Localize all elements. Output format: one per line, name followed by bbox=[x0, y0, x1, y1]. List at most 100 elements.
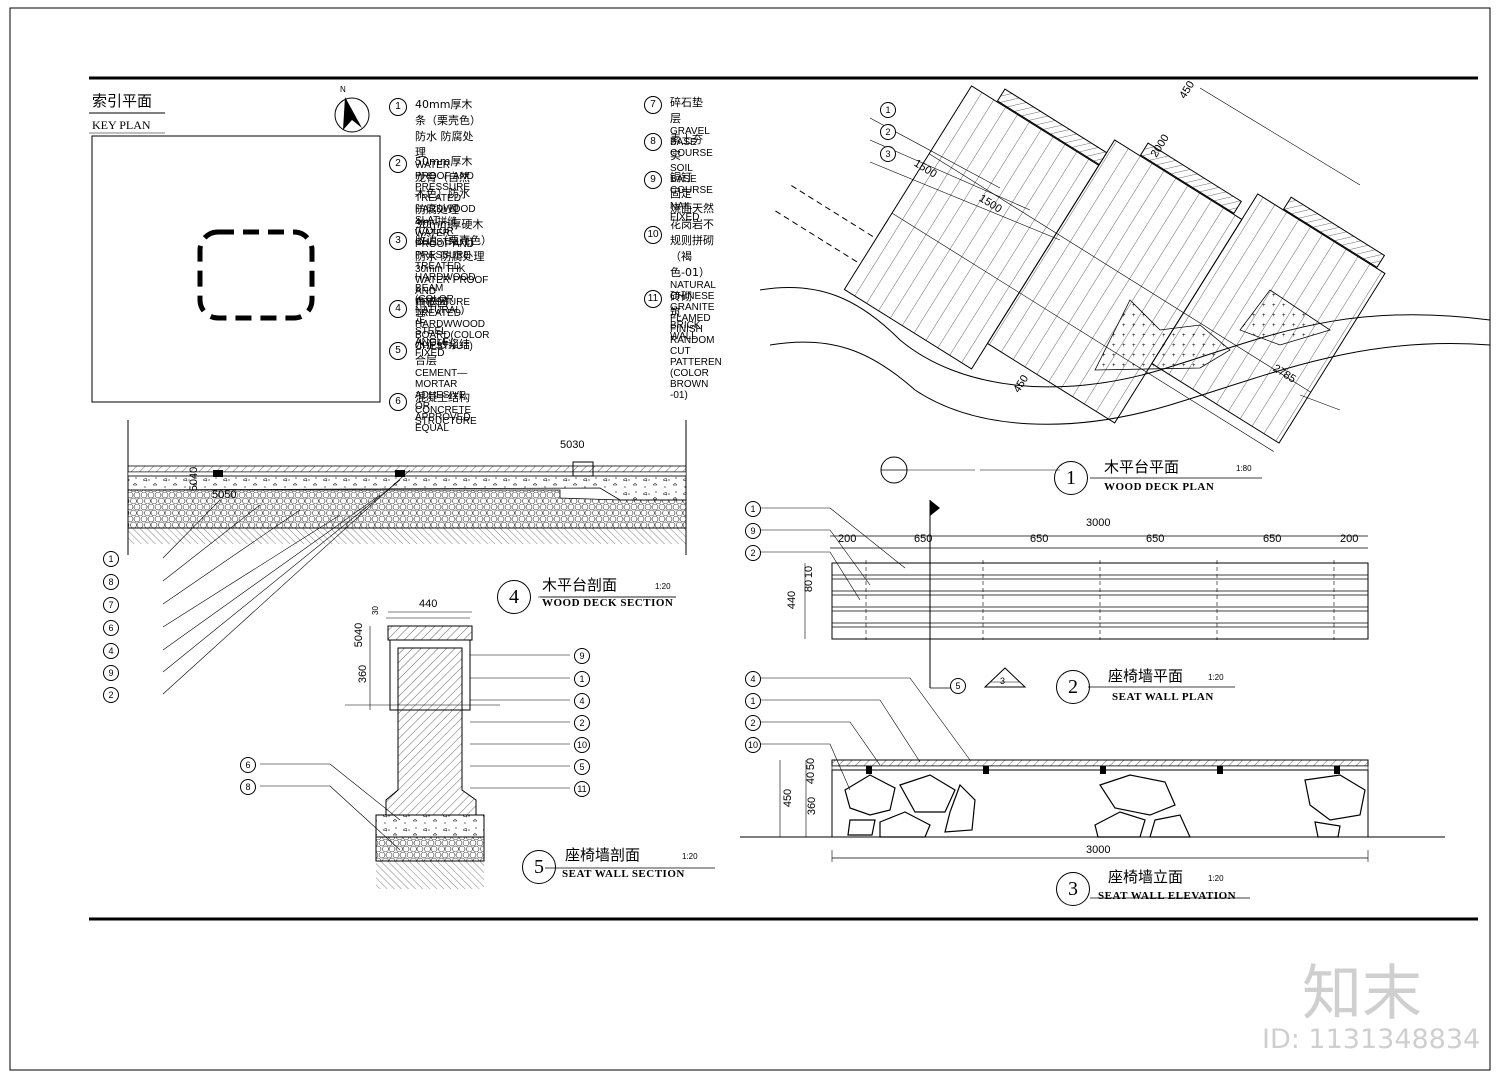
legend-en: AND PRESSURE TREATED bbox=[415, 286, 471, 319]
legend-cn: 40mm厚木条（栗壳色）防水 防腐处理 bbox=[415, 98, 476, 159]
key-plan-title-en: KEY PLAN bbox=[92, 118, 151, 132]
legend-en: CONCRETE STRUCTURE bbox=[415, 405, 477, 427]
seat-section-title-en: SEAT WALL SECTION bbox=[562, 868, 685, 880]
seat-wall-section-graphic bbox=[260, 611, 715, 889]
drawing-number-badge: 4 bbox=[497, 580, 531, 614]
legend-cn: 烧面天然花岗岩不规则拼砌 bbox=[670, 202, 714, 247]
legend-cn: 角钢固定 bbox=[415, 296, 448, 325]
seat-plan-title-cn: 座椅墙平面 bbox=[1108, 667, 1184, 685]
callout-9: 9 bbox=[574, 648, 590, 664]
dimension: 440 bbox=[786, 590, 799, 610]
legend-en: SOIL BASE COURSE bbox=[670, 163, 713, 196]
seat-elev-title-cn: 座椅墙立面 bbox=[1108, 868, 1184, 886]
legend-number: 4 bbox=[389, 300, 407, 318]
seat-wall-plan-graphic bbox=[760, 500, 1369, 689]
legend-text: 角钢固定 STEEL ANGLE FIXED bbox=[415, 294, 449, 359]
dimension: 3000 bbox=[1086, 517, 1111, 529]
deck-plan-title-cn: 木平台平面 bbox=[1104, 458, 1180, 476]
legend-text: 素土夯实 SOIL BASE COURSE bbox=[670, 131, 713, 196]
callout-2: 2 bbox=[745, 715, 761, 731]
callout-11: 11 bbox=[574, 781, 590, 797]
seat-section-title-cn: 座椅墙剖面 bbox=[565, 846, 641, 864]
wood-deck-section-graphic bbox=[127, 420, 687, 695]
legend-text: 50mm厚木龙骨（自然木色）防水 防腐处理 4mm拼缝 WATER PROOF … bbox=[415, 153, 476, 316]
deck-section-title-cn: 木平台剖面 bbox=[542, 576, 618, 594]
legend-en: 4mm拼缝 bbox=[415, 217, 458, 228]
legend-number: 3 bbox=[389, 232, 407, 250]
legend-cn: （褐色-01） bbox=[670, 250, 710, 279]
deck-plan-scale: 1:80 bbox=[1236, 464, 1252, 473]
dimension: 360 bbox=[806, 796, 819, 816]
deck-section-scale: 1:20 bbox=[655, 582, 671, 591]
dimension: 450 bbox=[782, 788, 795, 808]
drawing-number-badge: 2 bbox=[1056, 670, 1090, 704]
dimension: 80 bbox=[803, 579, 816, 593]
legend-text: 30mm厚硬木收边（栗壳色） 防水 防腐处理 30mm THK WATER PR… bbox=[415, 216, 492, 352]
legend-en: WATER PROOF AND PRESSURE bbox=[415, 228, 474, 261]
legend-cn: 30mm厚硬木收边（栗壳色） bbox=[415, 218, 492, 247]
dimension: 200 bbox=[838, 533, 857, 545]
legend-en: GRAVEL BASE COURSE bbox=[670, 126, 713, 159]
callout-10: 10 bbox=[745, 737, 761, 753]
legend-cn: 50mm厚木龙骨（自然木色）防水 防腐处理 bbox=[415, 155, 473, 216]
legend-number: 2 bbox=[389, 155, 407, 173]
legend-en: NATURAL CHINESE GRANITE bbox=[670, 280, 716, 313]
legend-en: BRICK WALL bbox=[670, 320, 701, 342]
seat-plan-scale: 1:20 bbox=[1208, 673, 1224, 682]
dimension: 200 bbox=[1340, 533, 1359, 545]
dimension: 650 bbox=[1263, 533, 1282, 545]
callout-1: 1 bbox=[574, 671, 590, 687]
dimension: 5040 bbox=[188, 466, 201, 492]
legend-number: 9 bbox=[644, 171, 662, 189]
callout-1: 1 bbox=[103, 551, 119, 567]
legend-en: NAIL FIXED bbox=[670, 201, 700, 223]
callout-9: 9 bbox=[103, 665, 119, 681]
callout-4: 4 bbox=[745, 671, 761, 687]
dimension: 650 bbox=[1030, 533, 1049, 545]
callout-1: 1 bbox=[745, 501, 761, 517]
legend-cn: 混凝土结构 bbox=[415, 391, 470, 404]
deck-plan-title-en: WOOD DECK PLAN bbox=[1104, 481, 1215, 493]
callout-8: 8 bbox=[240, 779, 256, 795]
dimension: 3000 bbox=[1086, 844, 1111, 856]
legend-en: TREATED HARDWOOD SLAT bbox=[415, 193, 476, 226]
dimension: 360 bbox=[357, 664, 370, 684]
callout-1: 1 bbox=[745, 693, 761, 709]
drawing-number-badge: 5 bbox=[522, 850, 556, 884]
callout-2: 2 bbox=[880, 124, 896, 140]
dimension: 650 bbox=[1146, 533, 1165, 545]
legend-cn: 水泥砂浆结合层 bbox=[415, 338, 470, 367]
legend-en: FLAMED FINISH bbox=[670, 313, 711, 335]
callout-9: 9 bbox=[745, 523, 761, 539]
legend-cn: 碎石垫层 bbox=[670, 96, 703, 125]
legend-text: 烧面天然花岗岩不规则拼砌 （褐色-01） NATURAL CHINESE GRA… bbox=[670, 200, 722, 401]
callout-1: 1 bbox=[880, 102, 896, 118]
seat-wall-elevation-graphic bbox=[740, 677, 1445, 899]
seat-elev-title-en: SEAT WALL ELEVATION bbox=[1098, 890, 1237, 902]
callout-2: 2 bbox=[103, 687, 119, 703]
legend-number: 11 bbox=[644, 290, 662, 308]
section-marker-3: 3 bbox=[1000, 676, 1006, 686]
section-marker-5: 5 bbox=[950, 678, 966, 694]
dimension: 440 bbox=[419, 598, 438, 610]
legend-cn: 铜钉固定 bbox=[670, 171, 692, 200]
callout-2: 2 bbox=[745, 545, 761, 561]
callout-7: 7 bbox=[103, 597, 119, 613]
callout-3: 3 bbox=[880, 146, 896, 162]
legend-text: 水泥砂浆结合层 CEMENT—MORTAR ADHESIVE OR APPROV… bbox=[415, 336, 471, 434]
callout-6: 6 bbox=[240, 757, 256, 773]
legend-text: 铜钉固定 NAIL FIXED bbox=[670, 169, 699, 223]
callout-4: 4 bbox=[103, 643, 119, 659]
legend-en: TREATED HARDWOOD BEAM bbox=[415, 261, 476, 294]
wood-deck-plan-graphic bbox=[759, 85, 1491, 471]
legend-en: 30mm THK WATER PROOF bbox=[415, 264, 489, 286]
dimension: 5040 bbox=[353, 622, 366, 648]
legend-cn: 砖砌筑 bbox=[670, 290, 692, 319]
drawing-number-badge: 1 bbox=[1054, 461, 1088, 495]
legend-number: 7 bbox=[644, 96, 662, 114]
legend-number: 5 bbox=[389, 342, 407, 360]
watermark-id: ID: 1131348834 bbox=[1262, 1024, 1481, 1055]
svg-text:N: N bbox=[340, 85, 346, 94]
legend-en: RANDOM CUT PATTEREN bbox=[670, 335, 722, 368]
legend-en: (COLOR NATURAL) bbox=[415, 294, 465, 316]
